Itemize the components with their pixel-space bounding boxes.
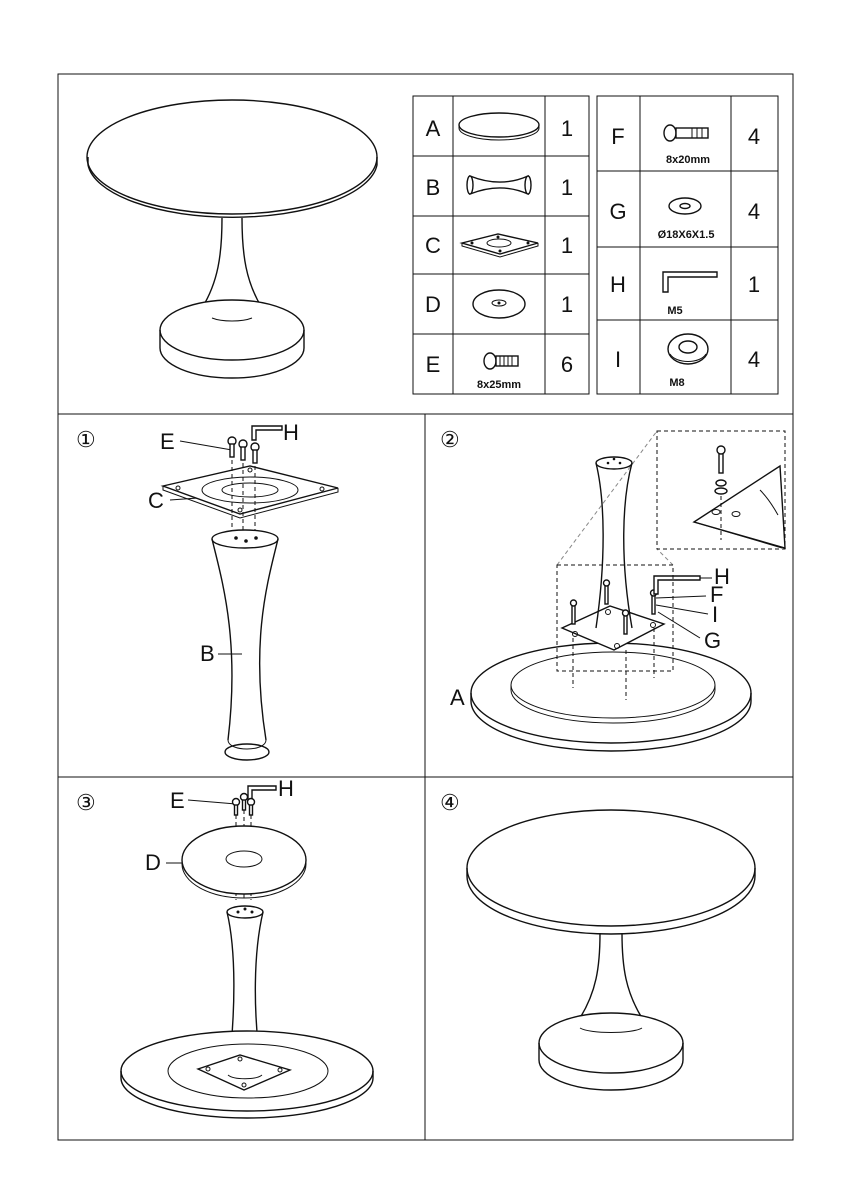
bolts-f <box>569 579 658 635</box>
tabletop-icon <box>458 112 540 141</box>
allen-key-icon <box>662 271 718 293</box>
bolt-e-icon <box>483 352 519 370</box>
step-3-label-h: H <box>278 776 294 801</box>
step-2: ② H F I G A <box>440 428 786 752</box>
assembled-table <box>466 809 756 1091</box>
part-e-size: 8x25mm <box>477 379 521 391</box>
base-disc <box>181 825 307 899</box>
allen-key-icon <box>653 575 701 595</box>
part-b-letter: B <box>426 175 441 200</box>
part-c-qty: 1 <box>561 233 573 258</box>
step-2-label-i: I <box>712 602 718 627</box>
step-2-label-g: G <box>704 628 721 653</box>
base-disc-icon <box>472 289 526 319</box>
washer-icon <box>668 197 702 215</box>
allen-key-icon <box>251 425 283 441</box>
part-h-qty: 1 <box>748 272 760 297</box>
step-3-label-d: D <box>145 850 161 875</box>
part-e-qty: 6 <box>561 352 573 377</box>
plate-holes <box>572 609 656 649</box>
mounting-plate-icon <box>459 233 539 258</box>
part-g-qty: 4 <box>748 199 760 224</box>
pedestal-stem-icon <box>466 174 532 196</box>
detail-box <box>656 430 786 550</box>
parts-table-right: F 4 8x20mm G 4 Ø18X6X1.5 H 1 M5 I 4 M8 <box>596 95 779 395</box>
parts-table-left: A 1 B 1 C 1 D 1 E 6 8x25mm <box>412 95 590 395</box>
part-a-qty: 1 <box>561 116 573 141</box>
tabletop-underside <box>120 1030 374 1119</box>
part-f-letter: F <box>611 124 624 149</box>
mounting-plate <box>560 605 666 651</box>
part-d-letter: D <box>425 292 441 317</box>
step-4-number: ④ <box>440 791 460 816</box>
part-g-size: Ø18X6X1.5 <box>658 229 715 241</box>
spring-washer-icon <box>667 333 709 365</box>
part-h-size: M5 <box>667 305 682 317</box>
step-2-label-f: F <box>710 582 723 607</box>
overview-table <box>86 99 378 379</box>
step-1-label-e: E <box>160 429 175 454</box>
part-i-size: M8 <box>669 377 684 389</box>
part-h-letter: H <box>610 272 626 297</box>
step-3: ③ E H D <box>76 776 374 1119</box>
pedestal-stem <box>211 529 279 761</box>
detail-inset <box>692 445 786 549</box>
step-2-label-h: H <box>714 564 730 589</box>
pedestal-stem <box>595 456 633 629</box>
step-1: ① E H C B <box>76 420 339 761</box>
part-b-qty: 1 <box>561 175 573 200</box>
step-4: ④ <box>440 791 756 1091</box>
part-f-size: 8x20mm <box>666 154 710 166</box>
step-2-number: ② <box>440 428 460 453</box>
step-1-number: ① <box>76 428 96 453</box>
part-i-qty: 4 <box>748 347 760 372</box>
tabletop-underside <box>470 642 752 752</box>
panel-frame <box>57 73 794 1141</box>
part-e-letter: E <box>426 352 441 377</box>
mounting-plate <box>160 465 339 519</box>
allen-key-icon <box>247 785 277 801</box>
step-2-label-a: A <box>450 685 465 710</box>
part-i-letter: I <box>615 347 621 372</box>
part-a-letter: A <box>426 116 441 141</box>
part-d-qty: 1 <box>561 292 573 317</box>
part-f-qty: 4 <box>748 124 760 149</box>
step-1-label-c: C <box>148 488 164 513</box>
part-c-letter: C <box>425 233 441 258</box>
part-g-letter: G <box>609 199 626 224</box>
step-1-label-h: H <box>283 420 299 445</box>
step-3-label-e: E <box>170 788 185 813</box>
step-3-number: ③ <box>76 791 96 816</box>
screws-e <box>227 436 260 464</box>
step-1-label-b: B <box>200 641 215 666</box>
bolt-f-icon <box>663 124 709 142</box>
